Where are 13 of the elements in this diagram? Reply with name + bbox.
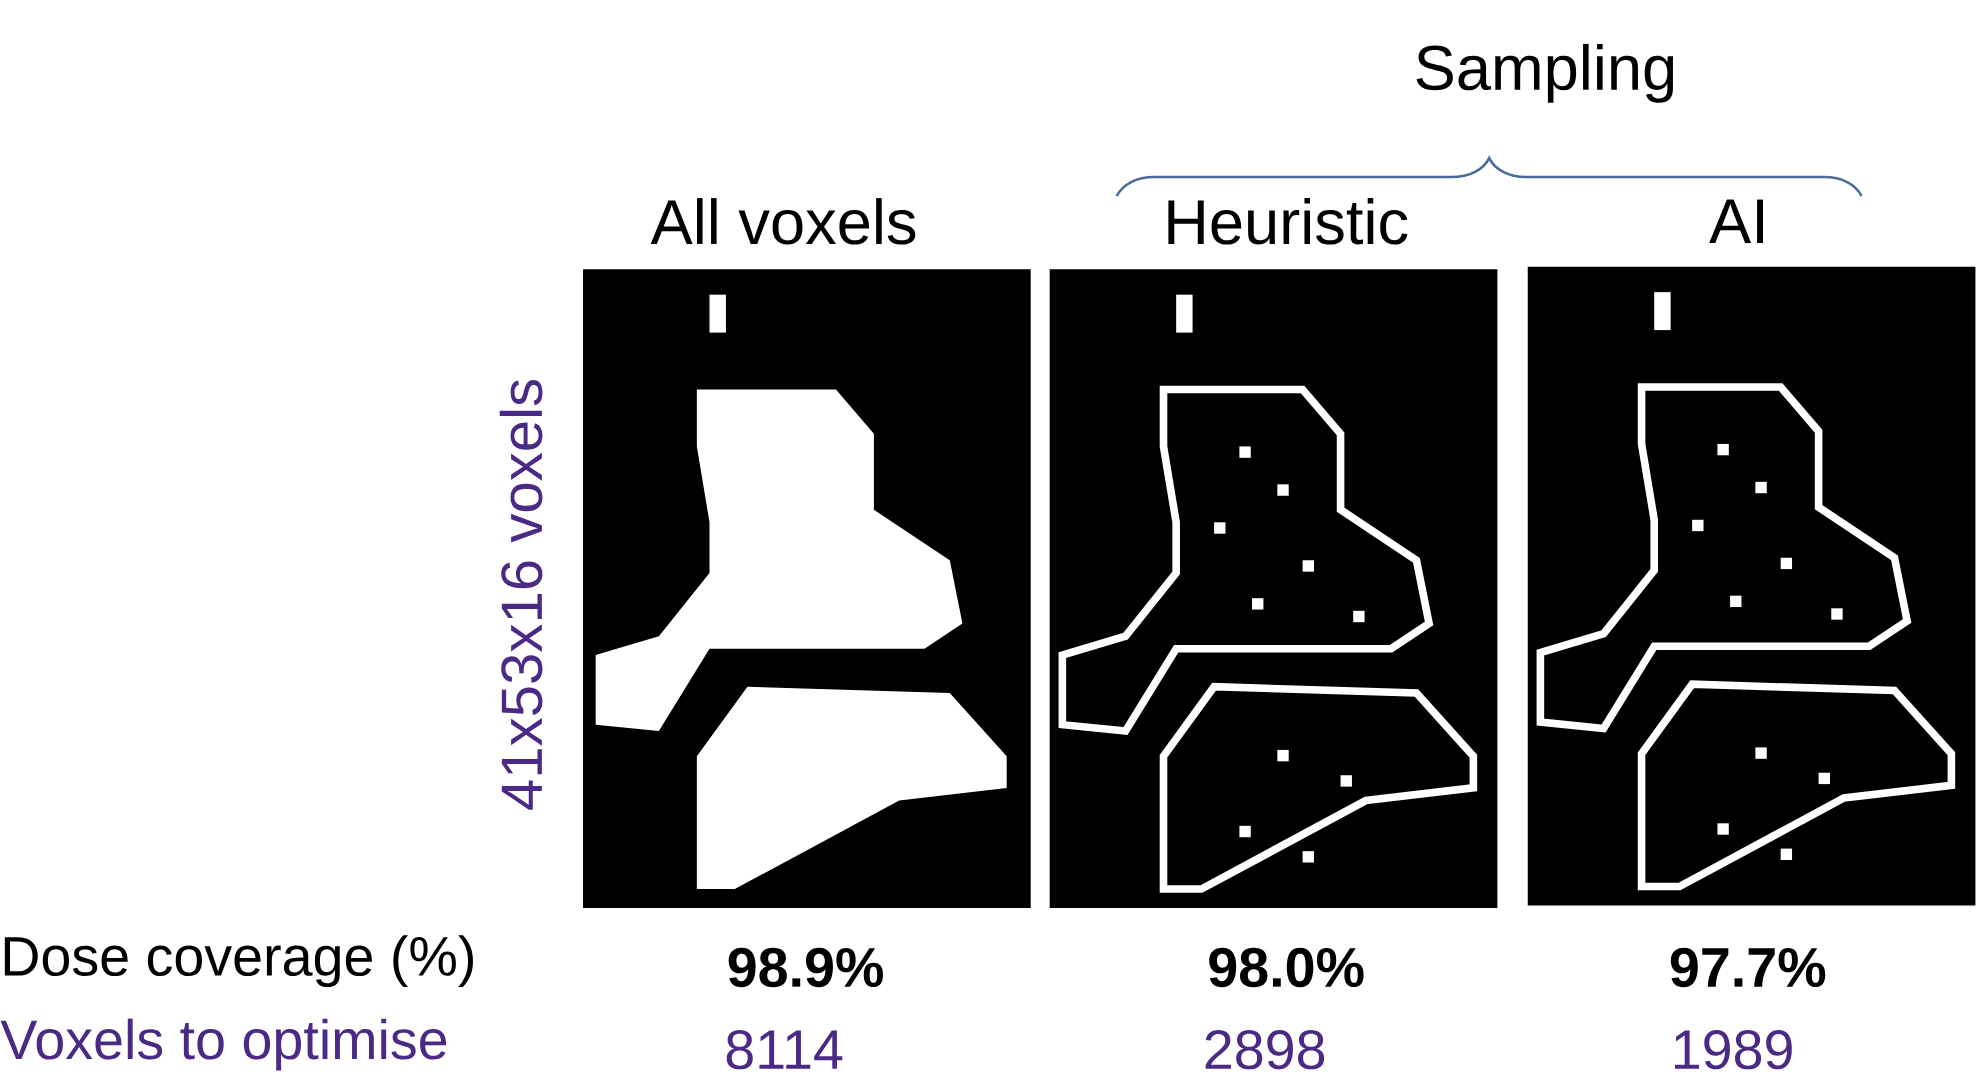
value-label: 98.9% <box>728 947 883 988</box>
value-label: 98.0% <box>1209 947 1364 988</box>
column-heading: AI <box>1709 199 1763 244</box>
row-label: Dose coverage (%) <box>4 935 473 988</box>
row-label: Voxels to optimise <box>0 1018 447 1071</box>
value-label: 97.7% <box>1670 947 1826 988</box>
value-label: 8114 <box>726 1030 843 1070</box>
value-label: 1989 <box>1674 1030 1792 1070</box>
value-label: 2898 <box>1205 1030 1325 1070</box>
axis-label: 41x53x16 voxels <box>499 379 543 810</box>
bracket-label: Sampling <box>1416 43 1674 103</box>
column-heading: Heuristic <box>1168 198 1408 245</box>
column-heading: All voxels <box>650 198 916 245</box>
